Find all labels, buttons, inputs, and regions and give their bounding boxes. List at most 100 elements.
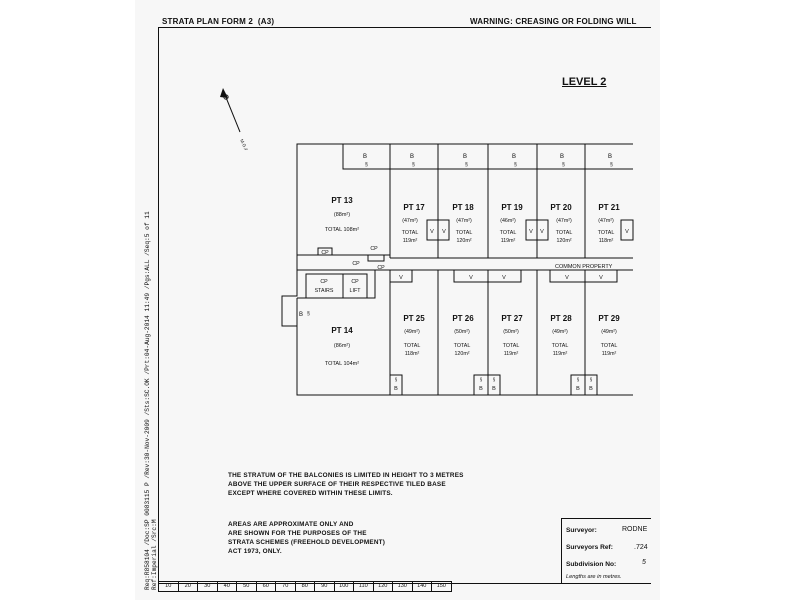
- lot-total-area: 119m²: [501, 238, 516, 244]
- scale-tick: 70: [276, 582, 296, 591]
- cp-label: CP: [320, 279, 328, 285]
- scale-tick: 150: [436, 583, 446, 589]
- scale-tick: 50: [237, 582, 257, 591]
- lot-name: PT 18: [452, 203, 474, 212]
- svg-text:§: §: [577, 377, 580, 382]
- lot-name-pt14: PT 14: [331, 326, 353, 335]
- lot-area: (50m²): [503, 329, 519, 335]
- plan-frame: [158, 27, 651, 584]
- scale-tick: 120: [374, 582, 393, 591]
- lot-name: PT 29: [598, 314, 620, 323]
- lot-total-area: 118m²: [405, 351, 420, 357]
- lot-total-area: 120m²: [454, 351, 469, 357]
- cp-label: CP: [352, 261, 360, 267]
- lot-name: PT 26: [452, 314, 474, 323]
- subdivision-label: Subdivision No:: [566, 561, 617, 568]
- svg-text:§: §: [365, 162, 368, 168]
- cp-label: CP: [351, 279, 359, 285]
- warning-text: WARNING: CREASING OR FOLDING WILL: [470, 17, 637, 26]
- scale-tick: 110: [354, 582, 374, 591]
- lot-name: PT 28: [550, 314, 572, 323]
- north-arrow-icon: M.G.A.: [220, 88, 250, 150]
- lot-area: (46m²): [500, 218, 516, 224]
- subdivision-value: 5: [642, 559, 646, 566]
- svg-text:§: §: [493, 377, 496, 382]
- void-label: V: [565, 275, 569, 281]
- lot-area: (47m²): [402, 218, 418, 224]
- level-label: LEVEL 2: [562, 76, 607, 88]
- lot-area: (49m²): [552, 329, 568, 335]
- lot-total-area: 118m²: [599, 238, 614, 244]
- lift-label: LIFT: [350, 288, 362, 294]
- areas-note: AREAS ARE APPROXIMATE ONLY AND ARE SHOWN…: [228, 521, 386, 555]
- void-label: V: [599, 275, 603, 281]
- lot-area: (49m²): [404, 329, 420, 335]
- form-title: STRATA PLAN FORM 2 (A3): [162, 17, 275, 26]
- scale-tick: 90: [315, 582, 335, 591]
- balcony-label: B: [410, 154, 414, 160]
- common-property-label: COMMON PROPERTY: [555, 264, 613, 270]
- balcony-label: B: [394, 386, 398, 392]
- balcony-label: B: [608, 154, 612, 160]
- void-label: V: [442, 229, 446, 235]
- scale-tick: 130: [393, 582, 413, 591]
- balcony-label: B: [479, 386, 483, 392]
- surveyor-value: RODNE: [622, 526, 648, 533]
- lot-name: PT 19: [501, 203, 523, 212]
- scale-tick: 30: [198, 582, 218, 591]
- lot-total-label: TOTAL: [454, 343, 471, 349]
- svg-text:§: §: [610, 162, 613, 168]
- cp-label: CP: [321, 250, 329, 256]
- svg-text:§: §: [307, 311, 310, 317]
- svg-text:§: §: [562, 162, 565, 168]
- north-label: M.G.A.: [239, 138, 249, 150]
- void-label: V: [430, 229, 434, 235]
- scale-tick: 140: [413, 582, 432, 591]
- balcony-label: B: [560, 154, 564, 160]
- void-label: V: [529, 229, 533, 235]
- balcony-label: B: [576, 386, 580, 392]
- svg-text:§: §: [395, 377, 398, 382]
- scale-tick: 60: [257, 582, 276, 591]
- lot-total-area: 119m²: [403, 238, 418, 244]
- lot-area-pt13: (88m²): [334, 212, 350, 218]
- lot-total-area: 119m²: [602, 351, 617, 357]
- void-label: V: [540, 229, 544, 235]
- lengths-note: Lengths are in metres.: [566, 574, 622, 580]
- lot-area: (47m²): [556, 218, 572, 224]
- cp-label: CP: [370, 246, 378, 252]
- lot-total-label: TOTAL: [556, 230, 573, 236]
- svg-text:§: §: [590, 377, 593, 382]
- lot-area: (47m²): [456, 218, 472, 224]
- void-label: V: [469, 275, 473, 281]
- plan-sheet: [135, 0, 660, 600]
- balcony-label: B: [299, 312, 303, 318]
- svg-text:§: §: [480, 377, 483, 382]
- lot-name-pt13: PT 13: [331, 196, 353, 205]
- stratum-note: THE STRATUM OF THE BALCONIES IS LIMITED …: [228, 472, 464, 497]
- lot-name: PT 21: [598, 203, 620, 212]
- lot-area: (50m²): [454, 329, 470, 335]
- balcony-label: B: [492, 386, 496, 392]
- lot-name: PT 20: [550, 203, 572, 212]
- balcony-label: B: [463, 154, 467, 160]
- balcony-label: B: [512, 154, 516, 160]
- lot-total-label: TOTAL: [598, 230, 615, 236]
- lot-total-area: 119m²: [504, 351, 519, 357]
- lot-total-label: TOTAL: [402, 230, 419, 236]
- scale-tick: 20: [179, 582, 198, 591]
- lot-total-label: TOTAL: [500, 230, 517, 236]
- surveyor-label: Surveyor:: [566, 527, 597, 534]
- surveyors-ref-value: .724: [634, 544, 648, 551]
- lot-total-pt13: TOTAL 108m²: [325, 227, 359, 233]
- lot-total-label: TOTAL: [601, 343, 618, 349]
- lot-name: PT 25: [403, 314, 425, 323]
- scale-tick: 80: [296, 582, 315, 591]
- lot-total-label: TOTAL: [404, 343, 421, 349]
- lot-name: PT 17: [403, 203, 425, 212]
- lot-name: PT 27: [501, 314, 523, 323]
- lot-area-pt14: (86m²): [334, 343, 350, 349]
- balcony-label: B: [363, 154, 367, 160]
- void-label: V: [502, 275, 506, 281]
- lot-total-area: 120m²: [556, 238, 571, 244]
